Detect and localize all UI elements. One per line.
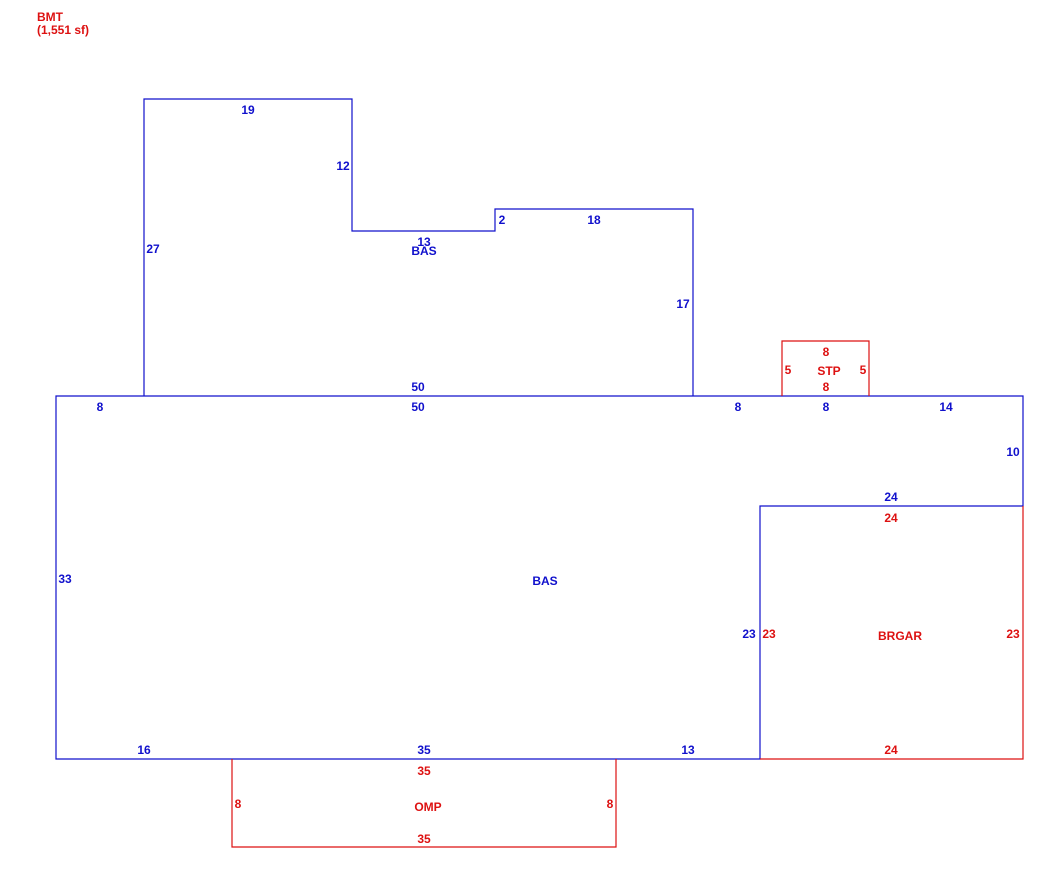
dim-main-top-right-a: 8 <box>735 400 742 414</box>
main-bas-outline <box>55 395 1024 760</box>
dim-stoop-bottom: 8 <box>823 380 830 394</box>
dim-main-bottom-right: 13 <box>681 743 695 757</box>
porch-label: OMP <box>414 800 441 814</box>
garage-label: BRGAR <box>878 629 922 643</box>
dim-main-left-side: 33 <box>58 572 72 586</box>
main-bas-label: BAS <box>532 574 557 588</box>
header-area: (1,551 sf) <box>37 23 90 37</box>
dim-upper-step: 2 <box>499 213 506 227</box>
dim-main-bottom-left: 16 <box>137 743 151 757</box>
dim-main-right-upper: 10 <box>1006 445 1020 459</box>
dim-main-top-far-right: 14 <box>939 400 953 414</box>
garage-outline <box>760 506 1024 760</box>
dim-porch-bottom: 35 <box>417 832 431 846</box>
dim-upper-notch-bottom: 13 <box>417 235 431 249</box>
dim-main-top-right-b: 8 <box>823 400 830 414</box>
dim-garage-right: 23 <box>1006 627 1020 641</box>
stoop-outline <box>781 340 870 396</box>
dim-upper-right-top: 18 <box>587 213 601 227</box>
dim-upper-top: 19 <box>241 103 255 117</box>
dim-garage-bottom: 24 <box>884 743 898 757</box>
dim-main-bottom-mid: 35 <box>417 743 431 757</box>
dim-upper-bottom: 50 <box>411 380 425 394</box>
porch-outline <box>231 759 617 848</box>
dim-upper-notch-side: 12 <box>336 159 350 173</box>
dim-main-top-mid: 50 <box>411 400 425 414</box>
dim-porch-left: 8 <box>235 797 242 811</box>
dim-upper-left-side: 27 <box>146 242 160 256</box>
dim-porch-top: 35 <box>417 764 431 778</box>
dim-porch-right: 8 <box>607 797 614 811</box>
header-code: BMT <box>37 10 63 24</box>
dim-garage-left: 23 <box>762 627 776 641</box>
dim-main-top-left: 8 <box>97 400 104 414</box>
dim-stoop-top: 8 <box>823 345 830 359</box>
dim-garage-top: 24 <box>884 511 898 525</box>
stoop-label: STP <box>817 364 840 378</box>
dim-main-garage-top: 24 <box>884 490 898 504</box>
upper-bas-outline <box>143 98 694 396</box>
upper-bas-label: BAS <box>411 244 436 258</box>
dim-upper-right-side: 17 <box>676 297 690 311</box>
dim-main-garage-left: 23 <box>742 627 756 641</box>
sketch-header: BMT (1,551 sf) <box>37 11 89 37</box>
dim-stoop-right: 5 <box>860 363 867 377</box>
dim-stoop-left: 5 <box>785 363 792 377</box>
